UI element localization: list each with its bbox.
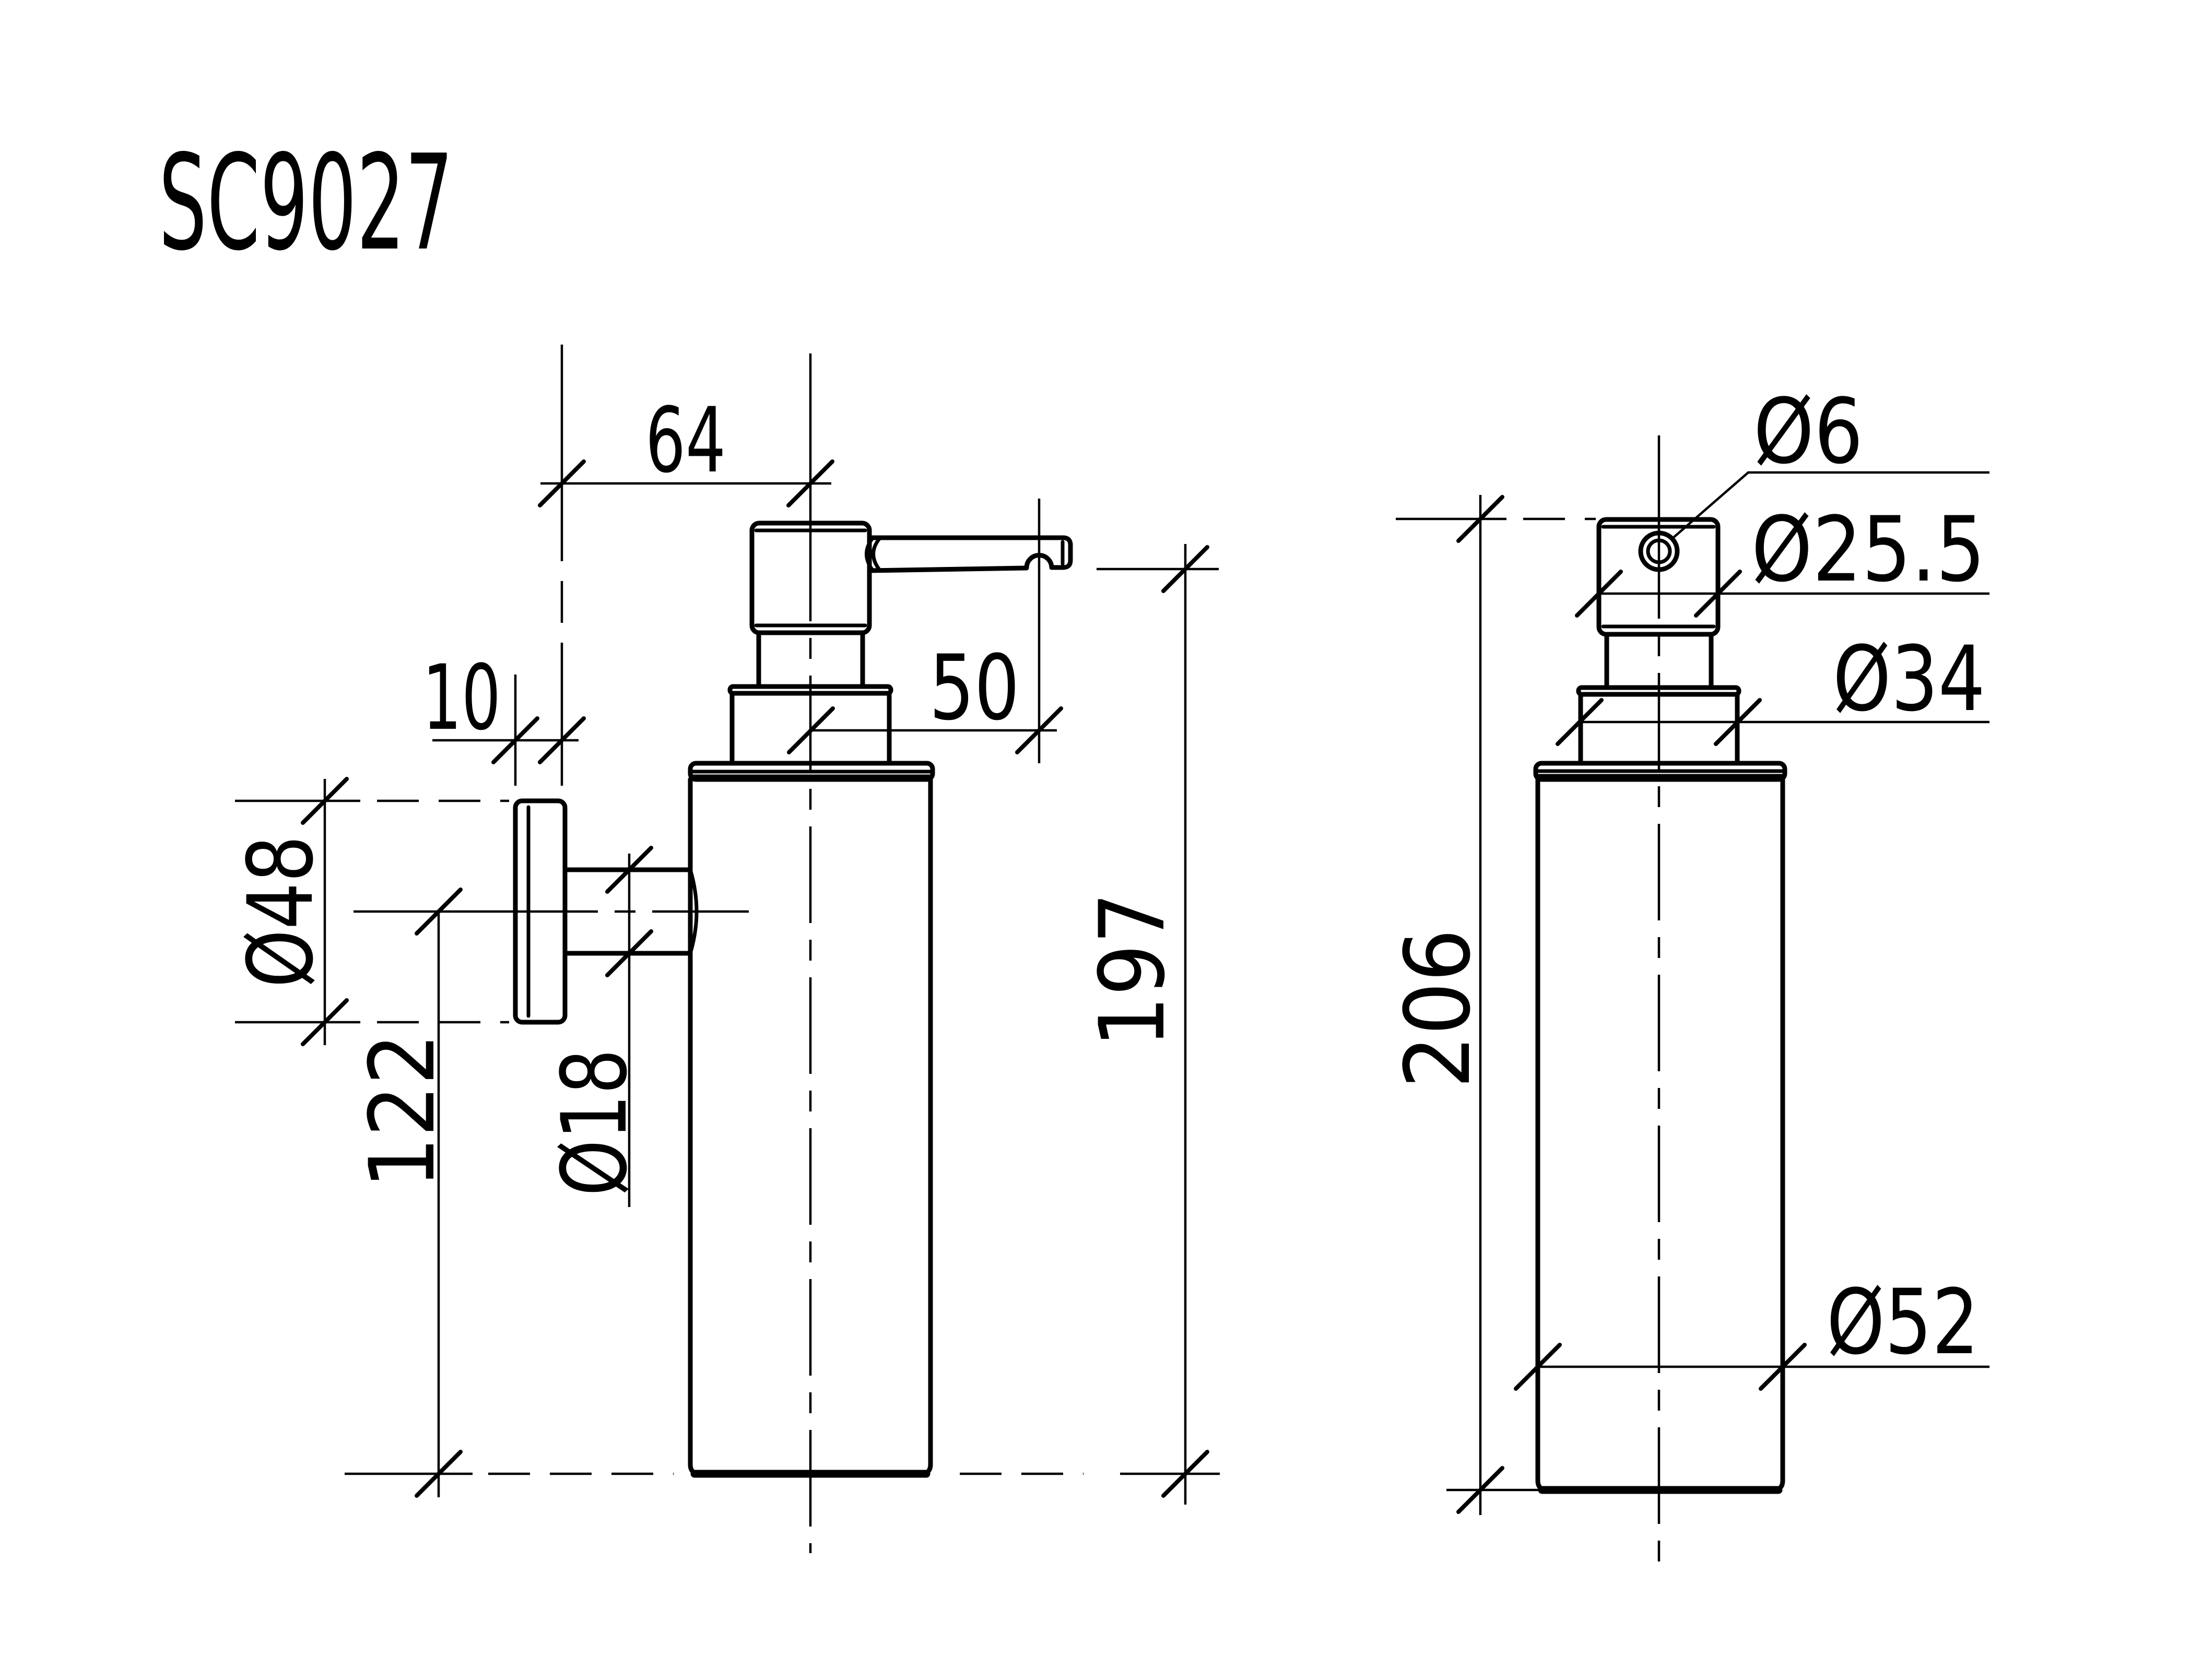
- arm-body-junction-arc: [688, 868, 699, 955]
- dim-head-diameter: Ø25.5: [1575, 497, 1989, 618]
- dim-outlet-hole: Ø6: [1671, 379, 1989, 540]
- dim-48-label: Ø48: [228, 835, 333, 988]
- dim-arm-diameter: Ø18: [542, 846, 653, 1207]
- dim-18-label: Ø18: [542, 1049, 647, 1196]
- front-pump-collar: [1576, 685, 1741, 766]
- dim-width-to-center: 64: [538, 345, 834, 786]
- dim-6-label: Ø6: [1753, 379, 1863, 484]
- dim-122-label: 122: [350, 1033, 455, 1189]
- dim-arm-height: 122: [350, 888, 463, 1498]
- front-bottle-body: [1535, 777, 1785, 1494]
- dim-52-label: Ø52: [1827, 1270, 1979, 1375]
- bottle-cap: [688, 761, 935, 782]
- dim-206-label: 206: [1385, 929, 1490, 1089]
- dim-25-5-label: Ø25.5: [1751, 497, 1985, 602]
- dim-plate-diameter: Ø48: [228, 777, 509, 1046]
- dim-64-label: 64: [645, 388, 726, 493]
- front-pump-head: [1596, 517, 1721, 637]
- dim-spout-reach: 50: [787, 499, 1063, 763]
- side-view: 64 10 Ø48 122: [228, 345, 1220, 1553]
- dim-plate-offset: 10: [422, 645, 586, 786]
- spout-root-fillet-outer: [865, 536, 875, 572]
- spout-root-fillet-inner: [872, 537, 881, 572]
- front-bottle-cap: [1533, 761, 1787, 782]
- pump-collar: [727, 684, 893, 766]
- pump-spout: [865, 535, 1073, 573]
- dim-collar-diameter: Ø34: [1556, 626, 1989, 746]
- front-pump-neck: [1604, 632, 1714, 690]
- pump-neck: [756, 630, 865, 689]
- dim-34-label: Ø34: [1833, 626, 1985, 731]
- leader-line: [1671, 471, 1989, 540]
- side-centerline: [354, 353, 812, 1553]
- dim-10-label: 10: [422, 645, 501, 750]
- dim-50-label: 50: [929, 635, 1020, 740]
- outlet-hole-inner: [1646, 538, 1672, 564]
- dim-body-diameter: Ø52: [1514, 1270, 1989, 1391]
- dim-197-label: 197: [1080, 892, 1185, 1048]
- outlet-hole-outer: [1638, 530, 1680, 572]
- drawing-title: SC9027: [159, 127, 453, 280]
- dim-spout-height: 197: [1080, 544, 1219, 1505]
- wall-plate: [513, 798, 568, 1025]
- pump-head: [749, 520, 872, 635]
- bottle-body: [688, 777, 933, 1478]
- dim-overall-height: 206: [1385, 495, 1596, 1515]
- front-view: 206 Ø6 Ø25.5 Ø34 Ø52: [1385, 379, 1989, 1567]
